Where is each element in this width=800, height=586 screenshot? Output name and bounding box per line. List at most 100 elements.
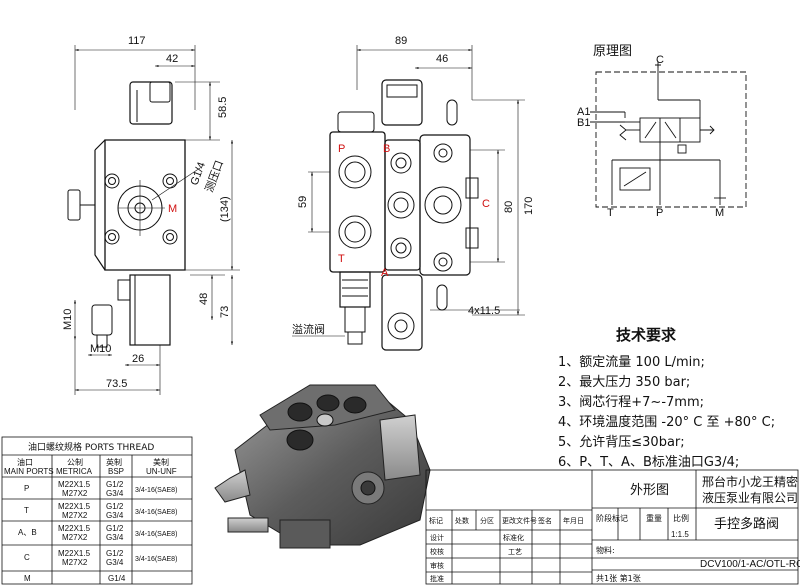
dim-73: 73 — [219, 306, 231, 318]
valve-3d-render — [214, 384, 431, 549]
dim-m10-horizontal: M10 — [90, 343, 111, 355]
schematic-m-label: M — [715, 207, 724, 219]
port-table-title: 油口螺纹规格 PORTS THREAD — [28, 441, 154, 453]
rev-header-zone: 分区 — [480, 516, 494, 525]
row-c-port: C — [24, 553, 30, 562]
port-m-label: M — [168, 203, 177, 215]
front-view — [292, 45, 525, 351]
row-p-metric-1: M22X1.5 — [58, 480, 91, 489]
rev-header-mark: 标记 — [429, 516, 443, 525]
rev-header-sign: 签名 — [538, 516, 552, 525]
row-t-port: T — [24, 506, 29, 515]
dim-80: 80 — [503, 201, 515, 213]
header-bsp-cn: 英制 — [106, 457, 122, 467]
spec-item-6: 6、P、T、A、B标准油口G3/4; — [558, 455, 739, 470]
sheet-count: 共1张 第1张 — [596, 573, 641, 583]
company-line-1: 邢台市小龙王精密 — [702, 474, 798, 489]
row-ab-port: A、B — [18, 528, 37, 537]
port-a-label: A — [381, 267, 389, 279]
model-number: DCV100/1-AC/OTL-RC — [700, 559, 800, 570]
weight-label: 重量 — [646, 513, 662, 523]
spec-item-3: 3、阀芯行程+7~-7mm; — [558, 395, 704, 410]
role-design: 设计 — [430, 533, 444, 542]
rev-header-count: 处数 — [455, 516, 469, 525]
stage-label: 阶段标记 — [596, 513, 628, 523]
material-label: 物料: — [596, 545, 615, 555]
company-line-2: 液压泵业有限公司 — [702, 490, 798, 505]
row-p-unf: 3/4-16(SAE8) — [135, 487, 177, 494]
row-c-bsp-2: G3/4 — [106, 558, 124, 567]
port-c-label: C — [482, 198, 490, 210]
rev-header-doc: 更改文件号 — [502, 516, 537, 525]
port-p-label: P — [338, 143, 345, 155]
row-ab-bsp-2: G3/4 — [106, 533, 124, 542]
header-unf-en: UN-UNF — [146, 467, 177, 476]
role-review: 审核 — [430, 561, 444, 570]
schematic-b1-label: B1 — [577, 117, 590, 129]
left-view — [67, 45, 240, 395]
row-p-metric-2: M27X2 — [62, 489, 88, 498]
dim-46: 46 — [436, 53, 448, 65]
relief-valve-label: 溢流阀 — [292, 322, 325, 336]
schematic-t-label: T — [607, 207, 614, 219]
row-p-port: P — [24, 484, 29, 493]
header-metric-en: METRICA — [56, 467, 93, 476]
spec-item-4: 4、环境温度范围 -20° C 至 +80° C; — [558, 414, 775, 430]
role-check: 校核 — [430, 547, 444, 556]
role-standard: 标准化 — [503, 533, 524, 542]
row-ab-bsp-1: G1/2 — [106, 524, 124, 533]
row-ab-unf: 3/4-16(SAE8) — [135, 531, 177, 538]
schematic-a1-label: A1 — [577, 106, 590, 118]
row-t-metric-2: M27X2 — [62, 511, 88, 520]
dim-170: 170 — [523, 197, 535, 215]
port-thread-table — [1, 436, 193, 585]
dim-134: (134) — [219, 196, 231, 222]
row-p-bsp-2: G3/4 — [106, 489, 124, 498]
dim-89: 89 — [395, 35, 407, 47]
spec-item-2: 2、最大压力 350 bar; — [558, 375, 690, 390]
port-b-label: B — [383, 143, 390, 155]
role-process: 工艺 — [508, 548, 522, 556]
row-p-bsp-1: G1/2 — [106, 480, 124, 489]
row-c-bsp-1: G1/2 — [106, 549, 124, 558]
schematic-title: 原理图 — [593, 44, 632, 59]
dim-48: 48 — [198, 293, 210, 305]
row-c-metric-1: M22X1.5 — [58, 549, 91, 558]
rev-header-date: 年月日 — [563, 516, 584, 525]
dim-holes: 4x11.5 — [468, 305, 500, 317]
role-approve: 批准 — [430, 574, 444, 583]
row-m-bsp: G1/4 — [108, 574, 126, 583]
row-t-unf: 3/4-16(SAE8) — [135, 509, 177, 516]
row-c-metric-2: M27X2 — [62, 558, 88, 567]
dim-58-5: 58.5 — [217, 97, 229, 118]
row-t-bsp-2: G3/4 — [106, 511, 124, 520]
row-t-metric-1: M22X1.5 — [58, 502, 91, 511]
header-unf-cn: 美制 — [153, 457, 169, 467]
scale-value: 1:1.5 — [671, 530, 689, 539]
scale-label: 比例 — [673, 513, 689, 523]
dim-m10-vertical: M10 — [62, 309, 74, 330]
dim-59: 59 — [297, 196, 309, 208]
dim-26: 26 — [132, 353, 144, 365]
dim-42: 42 — [166, 53, 178, 65]
port-t-label: T — [338, 253, 345, 265]
schematic-c-label: C — [656, 54, 664, 66]
header-metric-cn: 公制 — [67, 457, 83, 467]
row-ab-metric-2: M27X2 — [62, 533, 88, 542]
hydraulic-schematic — [590, 62, 747, 208]
row-c-unf: 3/4-16(SAE8) — [135, 556, 177, 563]
drawing-name: 外形图 — [630, 483, 669, 498]
pressure-port-label: 测压口 — [203, 159, 227, 194]
spec-item-1: 1、额定流量 100 L/min; — [558, 355, 705, 370]
dim-73-5: 73.5 — [106, 378, 127, 390]
row-t-bsp-1: G1/2 — [106, 502, 124, 511]
header-bsp-en: BSP — [108, 467, 124, 476]
product-name: 手控多路阀 — [714, 516, 779, 532]
row-ab-metric-1: M22X1.5 — [58, 524, 91, 533]
header-main-ports-en: MAIN PORTS — [4, 467, 54, 476]
schematic-p-label: P — [656, 207, 663, 219]
specs-title: 技术要求 — [616, 326, 677, 344]
row-m-port: M — [24, 574, 31, 583]
spec-item-5: 5、允许背压≤30bar; — [558, 434, 685, 450]
